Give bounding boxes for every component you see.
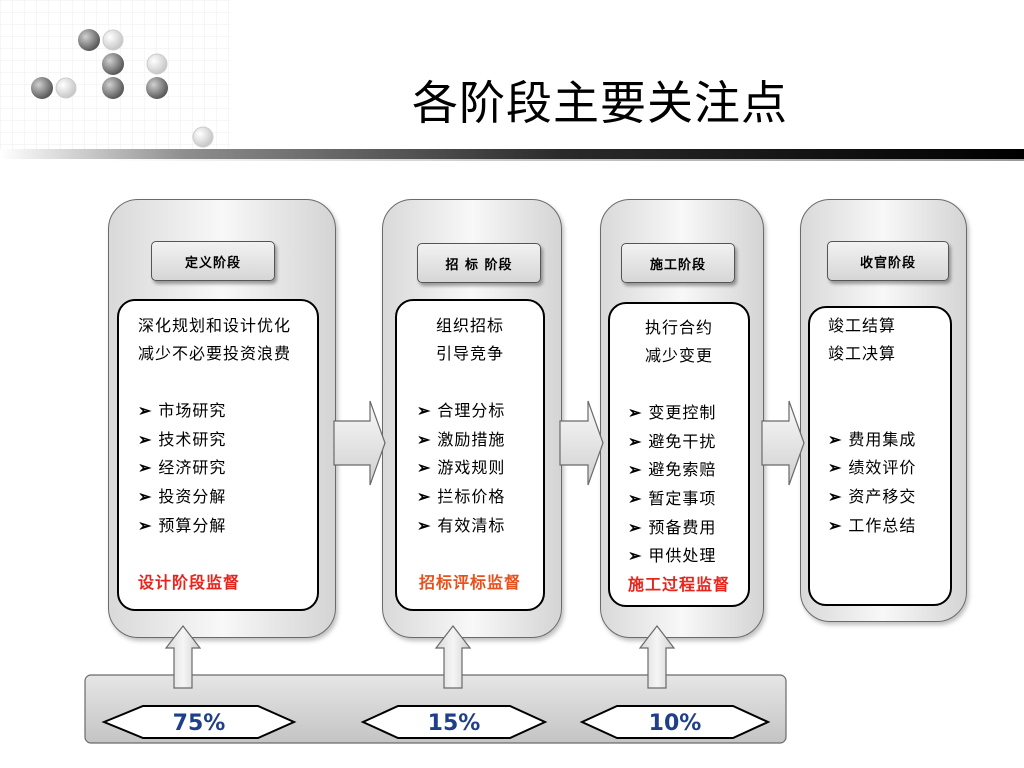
page-title: 各阶段主要关注点 xyxy=(412,76,788,130)
list-item: 暂定事项 xyxy=(628,489,716,509)
list-item: 变更控制 xyxy=(628,403,716,423)
stage-closing-panel xyxy=(808,306,952,606)
decorative-dots xyxy=(0,0,230,150)
stage-define-button[interactable]: 定义阶段 xyxy=(151,241,275,281)
list-item: 投资分解 xyxy=(138,487,226,507)
percentage-diamond xyxy=(579,705,771,739)
percentage-construction: 10% xyxy=(649,711,702,736)
list-item: 合理分标 xyxy=(417,401,505,421)
stage-closing-button[interactable]: 收官阶段 xyxy=(827,241,949,281)
percentage-diamond xyxy=(360,705,548,739)
stage-closing-goal-2: 竣工决算 xyxy=(828,344,897,363)
stage-bidding-panel xyxy=(395,299,545,611)
list-item: 技术研究 xyxy=(138,430,226,450)
list-item: 避免干扰 xyxy=(628,432,716,452)
stage-bidding-goal-2: 引导竞争 xyxy=(435,344,504,363)
list-item: 激励措施 xyxy=(417,430,505,450)
list-item: 经济研究 xyxy=(138,458,226,478)
stage-define-supervision: 设计阶段监督 xyxy=(138,573,241,592)
percentage-define: 75% xyxy=(173,711,226,736)
title-divider xyxy=(0,149,1024,159)
stage-bidding-button[interactable]: 招 标 阶段 xyxy=(417,243,541,283)
list-item: 避免索赔 xyxy=(628,460,716,480)
percentage-bidding: 15% xyxy=(428,711,481,736)
arrow-right-icon xyxy=(333,400,386,486)
list-item: 绩效评价 xyxy=(828,458,916,478)
title-divider-shadow xyxy=(0,159,1024,161)
stage-closing-goal-1: 竣工结算 xyxy=(828,316,897,335)
stage-construction-goal-2: 减少变更 xyxy=(644,346,713,365)
list-item: 工作总结 xyxy=(828,516,916,536)
arrow-right-icon xyxy=(761,400,805,486)
list-item: 资产移交 xyxy=(828,487,916,507)
stage-bidding-goal-1: 组织招标 xyxy=(435,316,504,335)
list-item: 市场研究 xyxy=(138,401,226,421)
list-item: 甲供处理 xyxy=(628,546,716,566)
stage-construction-button[interactable]: 施工阶段 xyxy=(621,243,735,283)
stage-construction-supervision: 施工过程监督 xyxy=(627,575,730,594)
arrow-right-icon xyxy=(559,400,604,486)
percentage-diamond xyxy=(101,705,297,739)
percentage-bar xyxy=(84,674,787,744)
list-item: 游戏规则 xyxy=(417,458,505,478)
stage-bidding-supervision: 招标评标监督 xyxy=(418,573,521,592)
stage-define-goal-1: 深化规划和设计优化 xyxy=(138,316,292,335)
list-item: 拦标价格 xyxy=(417,487,505,507)
list-item: 费用集成 xyxy=(828,430,916,450)
list-item: 预备费用 xyxy=(628,518,716,538)
list-item: 有效清标 xyxy=(417,516,505,536)
stage-define-goal-2: 减少不必要投资浪费 xyxy=(138,344,292,363)
stage-define-panel xyxy=(117,299,319,611)
stage-construction-goal-1: 执行合约 xyxy=(644,318,713,337)
list-item: 预算分解 xyxy=(138,516,226,536)
